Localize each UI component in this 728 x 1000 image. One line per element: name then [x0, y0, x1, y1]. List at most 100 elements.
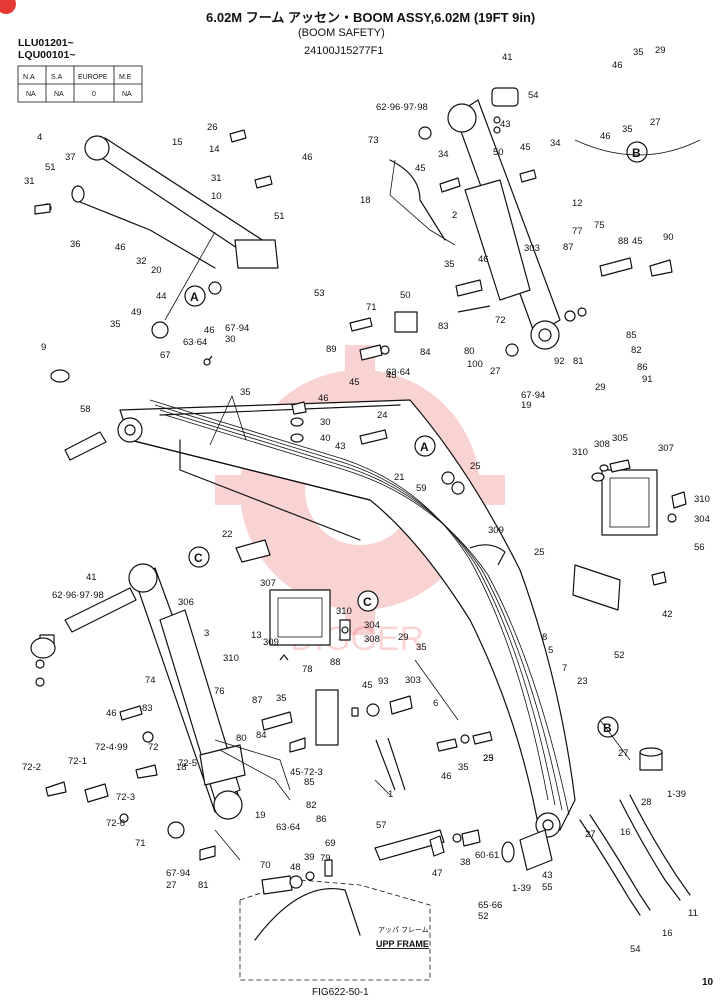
part-number-label: 53 — [314, 288, 325, 299]
part-number-label: 46 — [478, 254, 489, 265]
part-number-label: 92 — [554, 356, 565, 367]
part-number-label: 308 — [364, 634, 380, 645]
part-number-label: 73 — [368, 135, 379, 146]
part-number-label: 51 — [45, 162, 56, 173]
part-number-label: 19 — [521, 400, 532, 411]
part-number-label: 25 — [470, 461, 481, 472]
part-number-label: 25 — [534, 547, 545, 558]
part-number-label: 87 — [252, 695, 263, 706]
part-number-label: 80 — [236, 733, 247, 744]
part-number-label: 84 — [256, 730, 267, 741]
table-cell: NA — [54, 91, 64, 98]
frame-label-en: UPP FRAME — [376, 939, 429, 949]
part-number-label: 27 — [585, 829, 596, 840]
part-number-label: 72-5 — [178, 758, 197, 769]
part-number-label: 27 — [650, 117, 661, 128]
pin-55 — [374, 829, 445, 861]
part-number-label: 86 — [316, 814, 327, 825]
part-number-label: 1-39 — [512, 883, 531, 894]
part-number-label: 67·94 — [166, 868, 190, 879]
part-number-label: 1 — [388, 789, 393, 800]
part-number-label: 310 — [336, 606, 352, 617]
part-number-label: 35 — [444, 259, 455, 270]
part-number-label: 86 — [637, 362, 648, 373]
part-number-label: 78 — [302, 664, 313, 675]
part-number-label: 71 — [135, 838, 146, 849]
part-number-label: 23 — [483, 753, 494, 764]
part-number-label: 46 — [612, 60, 623, 71]
part-number-label: 305 — [612, 433, 628, 444]
part-number-label: 35 — [240, 387, 251, 398]
part-number: 24100J15277F1 — [304, 45, 384, 57]
part-number-label: 303 — [524, 243, 540, 254]
part-number-label: 28 — [641, 797, 652, 808]
part-number-label: 16 — [662, 928, 673, 939]
part-number-label: 36 — [70, 239, 81, 250]
part-number-label: 12 — [572, 198, 583, 209]
part-number-label: 39 — [304, 852, 315, 863]
part-number-label: 30 — [225, 334, 236, 345]
part-number-label: 85 — [304, 777, 315, 788]
part-number-label: 42 — [662, 609, 673, 620]
part-number-label: 304 — [364, 620, 380, 631]
part-number-label: 67 — [160, 350, 171, 361]
part-number-label: 308 — [594, 439, 610, 450]
part-number-label: 43 — [335, 441, 346, 452]
pin-59 — [64, 431, 107, 461]
hose-assembly-16 — [579, 794, 691, 916]
boom-cylinder-lower — [128, 563, 291, 820]
part-number-label: 76 — [214, 686, 225, 697]
part-number-label: 45 — [415, 163, 426, 174]
part-number-label: 77 — [572, 226, 583, 237]
boom-cylinder-right — [389, 99, 561, 350]
part-number-label: 23 — [577, 676, 588, 687]
table-header: S.A — [51, 74, 63, 81]
part-number-label: 72 — [495, 315, 506, 326]
boom-body — [117, 399, 576, 838]
part-number-label: 310 — [223, 653, 239, 664]
part-number-label: 307 — [260, 578, 276, 589]
serial-1: LLU01201~ — [18, 37, 74, 49]
part-number-label: 45 — [632, 236, 643, 247]
valve-block-305 — [601, 469, 658, 536]
table-cell: NA — [26, 91, 36, 98]
part-number-label: 91 — [642, 374, 653, 385]
part-number-label: 46 — [302, 152, 313, 163]
part-number-label: 43 — [542, 870, 553, 881]
part-number-label: 93 — [378, 676, 389, 687]
part-number-label: 37 — [65, 152, 76, 163]
part-number-label: 65·66 — [478, 900, 502, 911]
part-number-label: 74 — [145, 675, 156, 686]
part-number-label: 27 — [618, 748, 629, 759]
part-number-label: 14 — [209, 144, 220, 155]
part-number-label: 8 — [542, 632, 547, 643]
part-number-label: 71 — [366, 302, 377, 313]
part-number-label: 10 — [211, 191, 222, 202]
title-line-2: (BOOM SAFETY) — [298, 27, 385, 39]
title-line-1: 6.02M フーム アッセン・BOOM ASSY,6.02M (19FT 9in… — [206, 10, 535, 25]
part-number-label: 307 — [658, 443, 674, 454]
part-number-label: 34 — [550, 138, 561, 149]
svg-text:B: B — [632, 146, 641, 160]
part-number-label: 82 — [631, 345, 642, 356]
part-number-label: 2 — [452, 210, 457, 221]
table-header: N.A — [23, 74, 35, 81]
part-number-label: 25 — [483, 753, 494, 764]
part-number-label: 85 — [626, 330, 637, 341]
part-number-label: 72 — [148, 742, 159, 753]
part-number-label: 7 — [562, 663, 567, 674]
part-number-label: 35 — [633, 47, 644, 58]
svg-text:A: A — [420, 440, 429, 454]
part-number-label: 56 — [694, 542, 705, 553]
part-number-label: 44 — [156, 291, 167, 302]
part-number-label: 303 — [405, 675, 421, 686]
part-number-label: 48 — [290, 862, 301, 873]
table-header: EUROPE — [78, 74, 108, 81]
part-number-label: 52 — [478, 911, 489, 922]
part-number-label: 100 — [467, 359, 483, 370]
part-number-label: 24 — [377, 410, 388, 421]
part-number-label: 1-39 — [667, 789, 686, 800]
callout-a-mid: A — [414, 435, 436, 457]
page-number: 10 — [702, 977, 714, 988]
